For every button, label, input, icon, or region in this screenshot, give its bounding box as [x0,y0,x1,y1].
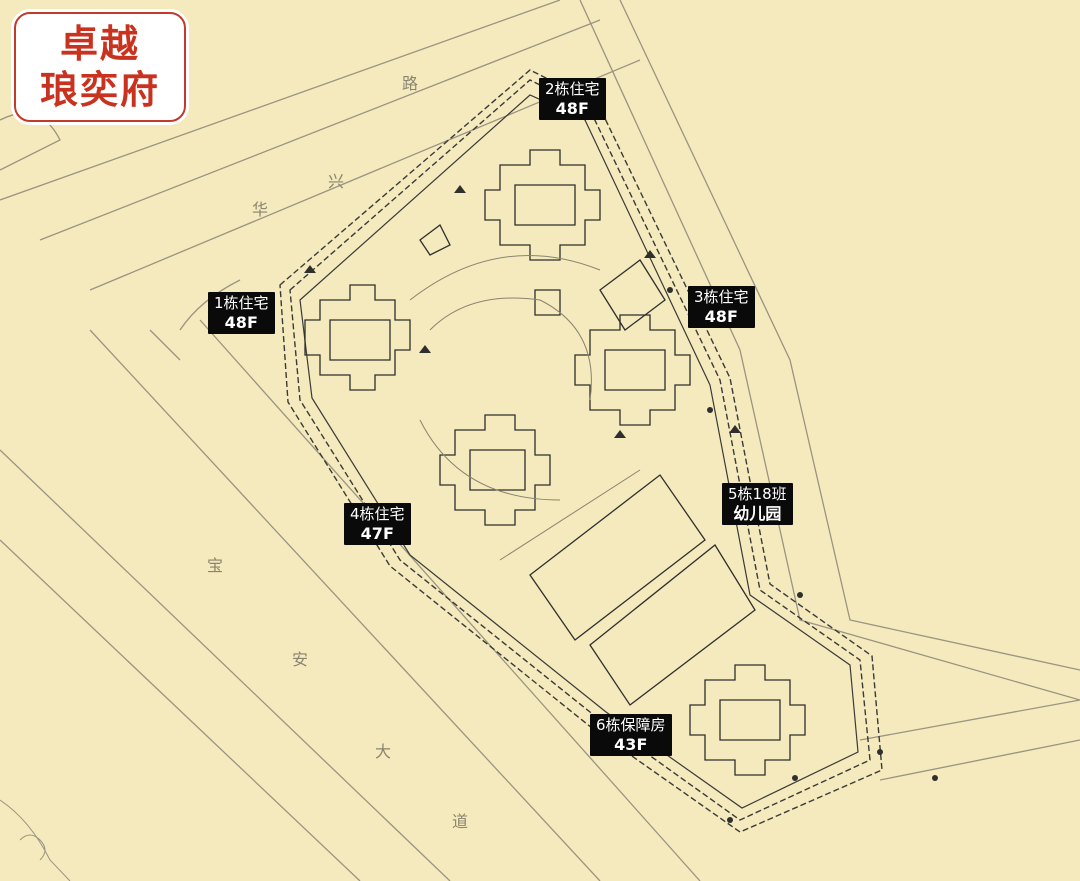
building-2-name: 2栋住宅 [545,80,600,98]
building-6-floors: 43F [614,735,648,754]
building-5-floors: 幼儿园 [733,504,782,523]
project-logo: 卓越 琅奕府 [14,12,186,122]
building-1-label: 1栋住宅 48F [208,292,275,334]
building-2-label: 2栋住宅 48F [539,78,606,120]
building-4-name: 4栋住宅 [350,505,405,523]
road-label-bao: 宝 [207,556,224,575]
building-1-name: 1栋住宅 [214,294,269,312]
building-5-label: 5栋18班 幼儿园 [722,483,793,525]
road-label-hua: 华 [252,200,269,219]
building-3-label: 3栋住宅 48F [688,286,755,328]
road-label-dao: 道 [452,812,469,831]
building-4-label: 4栋住宅 47F [344,503,411,545]
building-1-floors: 48F [224,313,258,332]
building-6-label: 6栋保障房 43F [590,714,672,756]
logo-line-1: 卓越 [59,21,140,66]
road-label-xing: 兴 [328,172,345,191]
building-2-floors: 48F [555,99,589,118]
building-6-name: 6栋保障房 [596,716,666,734]
road-label-lu: 路 [402,74,419,93]
building-4-floors: 47F [360,524,394,543]
building-3-name: 3栋住宅 [694,288,749,306]
road-label-da: 大 [375,742,392,761]
building-5-name: 5栋18班 [728,485,787,503]
building-3-floors: 48F [704,307,738,326]
road-label-an: 安 [292,650,309,669]
logo-line-2: 琅奕府 [39,67,160,112]
